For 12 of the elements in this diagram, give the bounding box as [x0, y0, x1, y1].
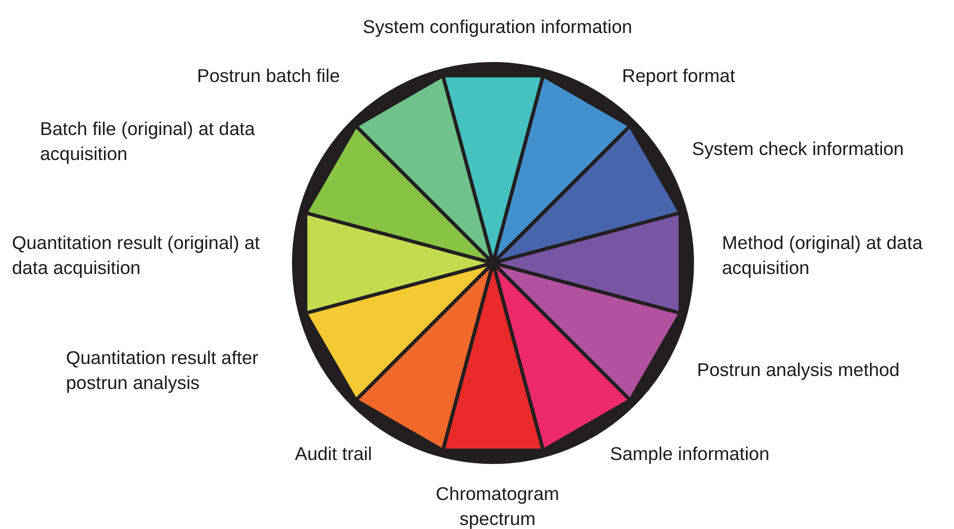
segment-label: Method (original) at data acquisition [722, 230, 954, 280]
segment-label: Audit trail [272, 441, 372, 466]
segment-label: Postrun batch file [197, 63, 372, 88]
segment-label: Sample information [610, 441, 810, 466]
segment-label: Quantitation result (original) at data acquisition [12, 230, 287, 280]
segment-label: Quantitation result after postrun analysis [66, 345, 306, 395]
segment-label: System check information [692, 136, 942, 161]
segment-label: Chromatogram spectrum [410, 481, 585, 529]
segment-label: System configuration information [330, 14, 665, 39]
segment-label: Batch file (original) at data acquisition [40, 116, 315, 166]
segment-label: Report format [622, 63, 782, 88]
segment-label: Postrun analysis method [697, 357, 942, 382]
